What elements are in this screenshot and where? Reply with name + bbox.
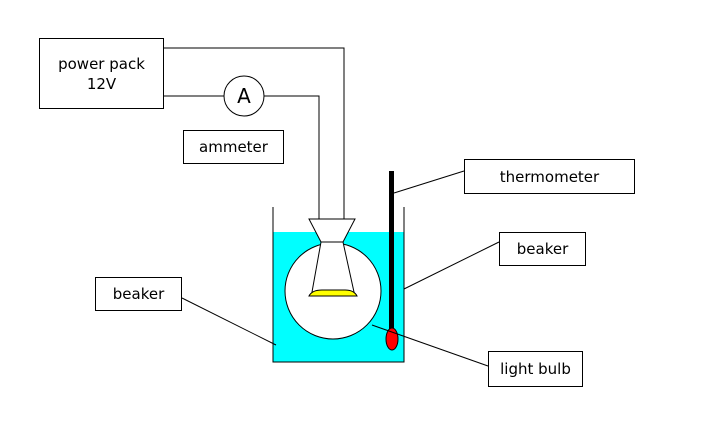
wire-lower-right [264, 95, 320, 219]
beaker-label-right: beaker [499, 232, 586, 266]
ammeter-symbol [223, 75, 265, 117]
power-pack-box: power pack 12V [39, 38, 164, 109]
thermometer-leader [393, 170, 465, 194]
ammeter-label: ammeter [183, 130, 284, 164]
beaker-right-leader [403, 241, 500, 290]
light-bulb-leader [371, 324, 489, 367]
thermometer-stem [389, 171, 394, 329]
bulb-filament [308, 289, 358, 297]
beaker-label-left: beaker [95, 277, 182, 311]
beaker [272, 207, 405, 363]
power-pack-voltage: 12V [86, 74, 117, 93]
thermometer-label: thermometer [464, 159, 635, 194]
wire-upper [164, 47, 345, 219]
thermometer-bulb [385, 327, 399, 351]
light-bulb-label: light bulb [488, 351, 583, 387]
power-pack-label: power pack [58, 54, 145, 73]
ammeter-symbol-letter: A [237, 84, 251, 108]
beaker-left-leader [181, 297, 277, 346]
